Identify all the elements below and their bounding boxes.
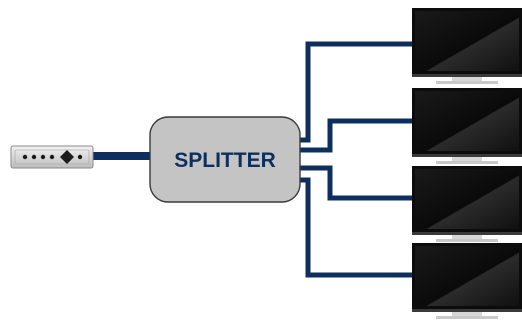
- splitter-box: SPLITTER: [149, 116, 301, 203]
- tv-display-4: [412, 243, 522, 319]
- input-cable: [90, 152, 154, 160]
- tv-display-icon: [412, 243, 522, 319]
- tv-display-3: [412, 166, 522, 242]
- output-cable-2: [298, 118, 412, 153]
- output-cable-4: [298, 177, 412, 278]
- splitter-label: SPLITTER: [174, 149, 276, 172]
- tv-display-2: [412, 88, 522, 164]
- tv-display-icon: [412, 166, 522, 242]
- tv-display-1: [412, 8, 522, 84]
- hdmi-source-device-icon: [10, 145, 94, 169]
- tv-display-icon: [412, 88, 522, 164]
- output-cables: [298, 41, 412, 278]
- tv-display-icon: [412, 8, 522, 84]
- output-cable-1: [298, 41, 412, 143]
- output-cable-3: [298, 165, 412, 201]
